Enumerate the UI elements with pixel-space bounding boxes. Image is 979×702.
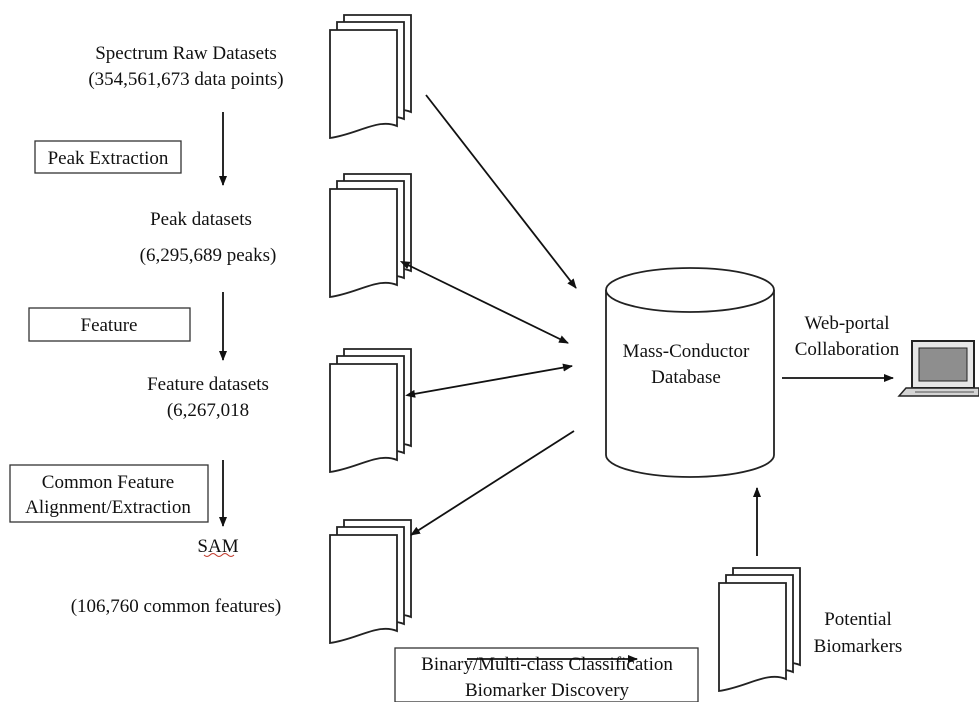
peak-extraction-label: Peak Extraction	[48, 148, 169, 169]
arrow-feature-database-bidirectional	[405, 363, 573, 398]
sam-title: SAM	[197, 536, 238, 557]
common-feature-box: Common Feature Alignment/Extraction	[9, 464, 209, 523]
database-label-1: Mass-Conductor	[623, 341, 750, 362]
feature-box: Feature	[28, 307, 191, 342]
arrow-database-to-sam	[410, 430, 575, 536]
peak-datasets-title: Peak datasets	[150, 209, 252, 230]
portal-label-2: Collaboration	[795, 339, 900, 360]
potential-biomarkers-document-icon	[718, 567, 801, 693]
peak-datasets-document-icon	[329, 173, 412, 299]
portal-label-1: Web-portal	[805, 313, 890, 334]
feature-datasets-title: Feature datasets	[147, 374, 269, 395]
arrow-raw-to-database	[425, 94, 577, 289]
classification-label-2: Biomarker Discovery	[465, 680, 630, 701]
classification-label-1: Binary/Multi-class Classification	[421, 654, 673, 675]
feature-datasets-document-icon	[329, 348, 412, 474]
laptop-icon	[897, 340, 979, 397]
common-feature-label-1: Common Feature	[42, 472, 174, 493]
peak-datasets-count: (6,295,689 peaks)	[140, 245, 277, 266]
raw-datasets-count: (354,561,673 data points)	[88, 69, 283, 90]
sam-count: (106,760 common features)	[71, 596, 282, 617]
database-cylinder	[605, 267, 775, 478]
raw-datasets-document-icon	[329, 14, 412, 140]
feature-label: Feature	[81, 315, 138, 336]
feature-datasets-count: (6,267,018	[167, 400, 249, 421]
spellcheck-underline	[203, 553, 235, 557]
database-label-2: Database	[651, 367, 721, 388]
potential-biomarkers-label-1: Potential	[824, 609, 892, 630]
raw-datasets-title: Spectrum Raw Datasets	[95, 43, 277, 64]
potential-biomarkers-label-2: Biomarkers	[814, 636, 903, 657]
arrow-peak-database-bidirectional	[399, 261, 569, 344]
sam-document-icon	[329, 519, 412, 645]
common-feature-label-2: Alignment/Extraction	[25, 497, 191, 518]
peak-extraction-box: Peak Extraction	[34, 140, 182, 174]
classification-box: Binary/Multi-class Classification Biomar…	[394, 647, 699, 702]
